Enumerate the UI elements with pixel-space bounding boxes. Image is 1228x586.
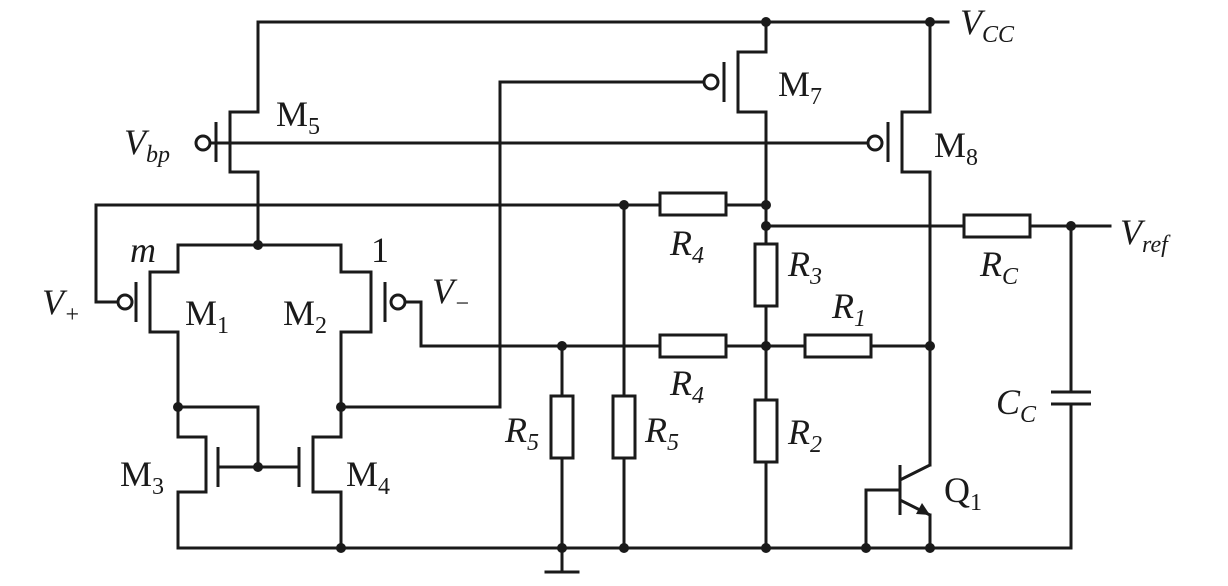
junction-dot	[619, 200, 629, 210]
r2-resistor	[753, 398, 779, 464]
m5-gate-bubble	[194, 134, 212, 152]
junction-dot	[253, 462, 263, 472]
vbp-label: Vbp	[124, 122, 170, 168]
junction-dot	[761, 543, 771, 553]
r4-lower-label: R4	[669, 363, 704, 409]
vplus-label: V+	[42, 282, 80, 328]
m8-source-wire	[900, 20, 932, 114]
junction-dot	[925, 543, 935, 553]
vref-label: Vref	[1120, 212, 1171, 258]
r4-upper-resistor	[658, 191, 728, 217]
junction-dot	[761, 200, 771, 210]
r4-upper-label: R4	[669, 223, 704, 269]
m7-transistor	[702, 52, 740, 112]
junction-dot	[557, 341, 567, 351]
r3-label: R3	[787, 244, 822, 290]
junction-dot	[761, 17, 771, 27]
m7-gate-bubble	[702, 73, 720, 91]
junction-dot	[336, 402, 346, 412]
m8-drain-wire	[900, 170, 932, 467]
vplus-feedback	[94, 203, 768, 304]
m3-diode-connection	[176, 405, 260, 469]
r5-right-resistor	[611, 394, 637, 460]
m8-gate-bubble	[866, 134, 884, 152]
cc-capacitor	[1051, 390, 1091, 406]
r3-resistor	[753, 242, 779, 308]
r5-left-label: R5	[504, 410, 539, 456]
m2-transistor	[369, 272, 407, 332]
junction-dot	[336, 543, 346, 553]
r2-label: R2	[787, 412, 822, 458]
q1-emitter-arrow	[916, 503, 930, 515]
m1-gate-bubble	[116, 293, 134, 311]
junction-dot	[557, 543, 567, 553]
junction-dot	[761, 341, 771, 351]
m5-drain-wire	[228, 170, 260, 247]
m3-drain-wire	[176, 405, 208, 439]
vminus-label: V−	[432, 271, 470, 317]
m8-transistor	[866, 112, 904, 172]
r4-lower-resistor	[658, 333, 728, 359]
junction-dot	[173, 402, 183, 412]
m5-label: M5	[276, 94, 320, 140]
m7-source-wire	[736, 20, 768, 54]
rc-resistor	[962, 213, 1032, 239]
m2-drain-wire	[339, 330, 373, 409]
m1-transistor	[116, 272, 152, 332]
junction-dots	[173, 17, 1076, 553]
r5-left-resistor	[549, 394, 575, 460]
junction-dot	[925, 17, 935, 27]
m2-gate-bubble	[389, 293, 407, 311]
m5-transistor	[194, 112, 232, 172]
m3-transistor	[204, 437, 220, 492]
diffpair-tail	[176, 243, 373, 274]
m4-transistor	[297, 437, 315, 492]
node-m-label: m	[130, 230, 156, 270]
m7-gate-feedback	[339, 80, 706, 409]
node-1-label: 1	[371, 230, 389, 270]
r1-resistor	[803, 333, 873, 359]
m4-label: M4	[346, 454, 390, 500]
r5-right-label: R5	[644, 410, 679, 456]
m4-drain-wire	[311, 405, 343, 439]
m5-source-wire	[228, 20, 260, 114]
junction-dot	[1066, 221, 1076, 231]
r1-label: R1	[831, 286, 866, 332]
junction-dot	[761, 221, 771, 231]
m1-drain-wire	[148, 330, 180, 409]
m3-label: M3	[120, 454, 164, 500]
rc-label: RC	[979, 244, 1019, 290]
m1-label: M1	[185, 293, 229, 339]
m2-label: M2	[283, 293, 327, 339]
q1-transistor	[898, 463, 931, 517]
junction-dot	[925, 341, 935, 351]
m7-drain-wire	[736, 110, 768, 228]
junction-dot	[861, 543, 871, 553]
vcc-label: VCC	[960, 2, 1015, 48]
junction-dot	[253, 240, 263, 250]
cc-label: CC	[996, 382, 1037, 428]
m8-label: M8	[934, 125, 978, 171]
m7-label: M7	[778, 64, 822, 110]
q1-base-wire	[864, 488, 902, 550]
m3-source-wire	[176, 490, 208, 550]
junction-dot	[619, 543, 629, 553]
q1-label: Q1	[944, 470, 982, 516]
m4-source-wire	[311, 490, 343, 550]
